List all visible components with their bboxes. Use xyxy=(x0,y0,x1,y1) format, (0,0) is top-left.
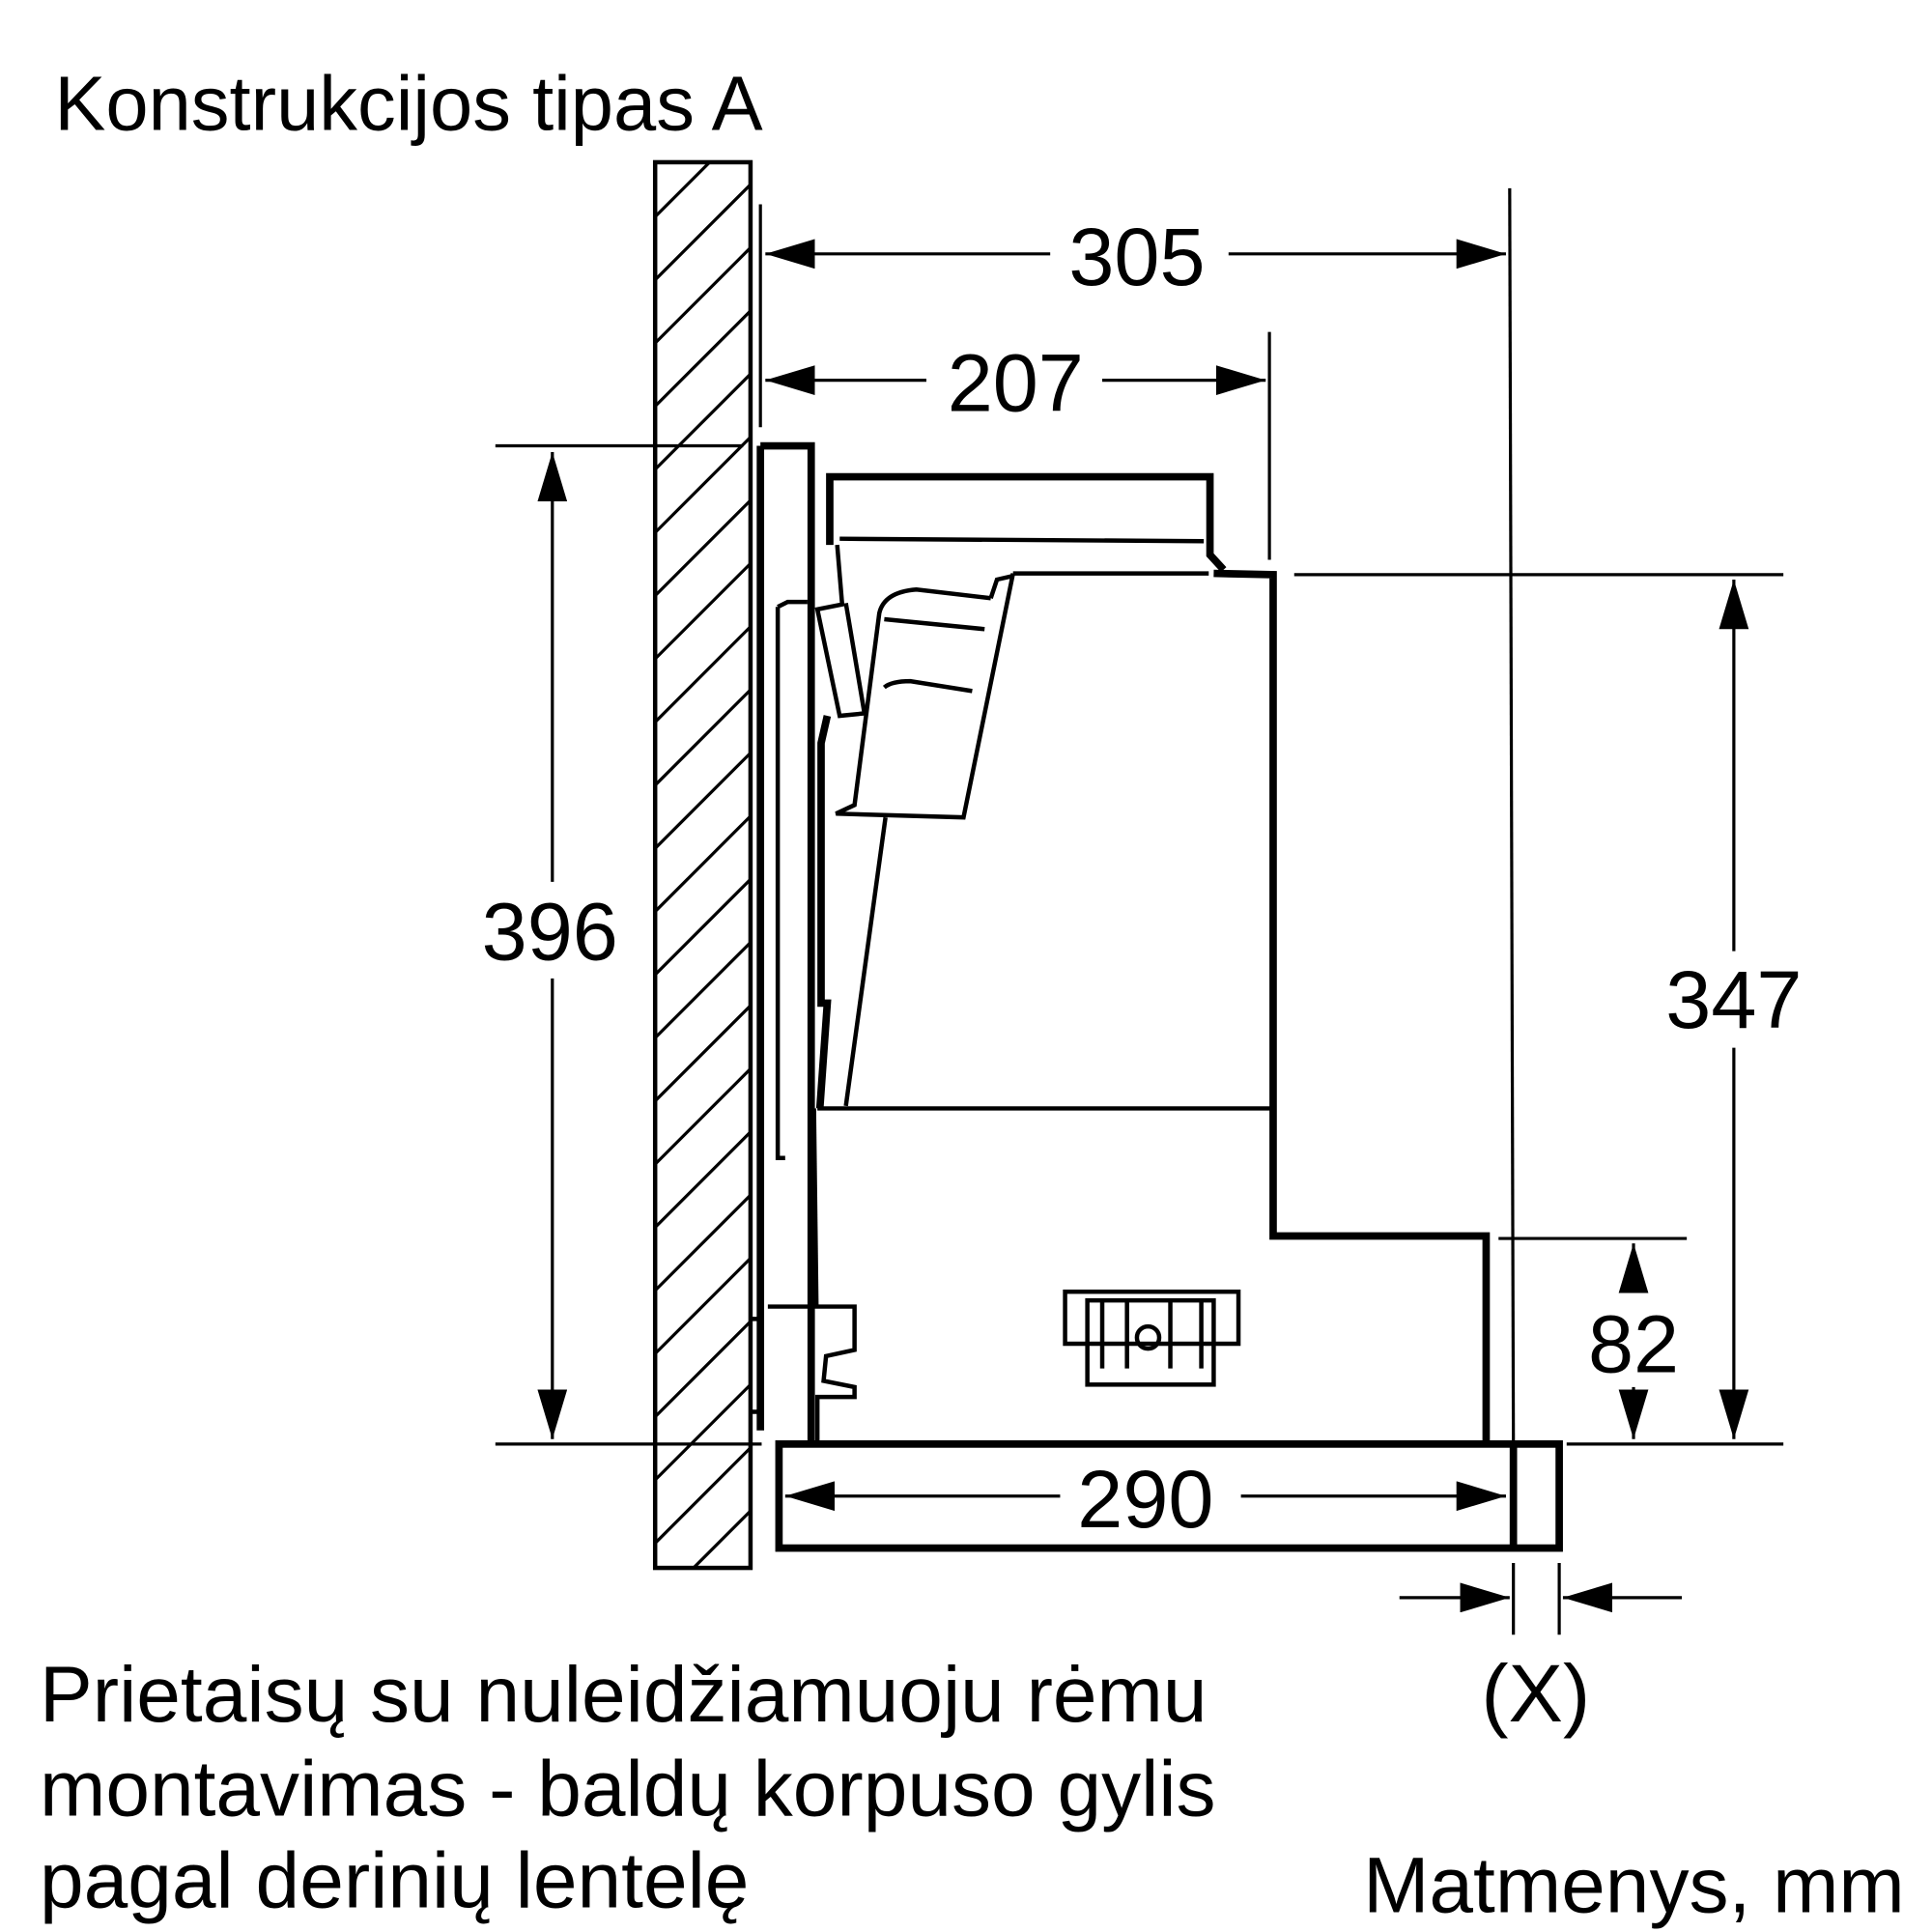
dimension-305: 305 xyxy=(758,187,1516,1444)
dimension-label-290: 290 xyxy=(1077,1453,1213,1545)
dimension-label-305: 305 xyxy=(1068,211,1205,302)
dimension-label-396: 396 xyxy=(482,886,618,978)
hatch-line xyxy=(655,1257,751,1355)
dimension-label-x: (X) xyxy=(1481,1647,1590,1739)
hatch-line xyxy=(655,1194,751,1293)
caption: Prietaisų su nuleidžiamuoju rėmu montavi… xyxy=(40,1651,1216,1924)
wall-hatched xyxy=(652,159,753,1571)
hatch-line xyxy=(655,1320,751,1418)
dimension-290: 290 xyxy=(775,1440,1563,1552)
hatch-line xyxy=(655,878,751,977)
hatch-line xyxy=(691,1509,751,1569)
dimension-82: 82 xyxy=(1498,1236,1688,1439)
dimension-label-82: 82 xyxy=(1588,1298,1679,1390)
diagram-title: Konstrukcijos tipas A xyxy=(54,61,762,147)
hatch-line xyxy=(655,1446,751,1545)
hatch-line xyxy=(655,161,712,218)
hatch-line xyxy=(655,625,751,724)
hatch-line xyxy=(655,183,751,281)
hatch-line xyxy=(655,752,751,850)
hatch-line xyxy=(655,436,751,534)
hatch-line xyxy=(655,562,751,661)
hatch-line xyxy=(655,309,751,408)
hatch-line xyxy=(655,941,751,1039)
appliance-outline xyxy=(750,441,1491,1444)
dimension-x: (X) xyxy=(1399,1562,1683,1739)
caption-line-2: montavimas - baldų korpuso gylis xyxy=(40,1745,1216,1833)
caption-line-3: pagal derinių lentelę xyxy=(40,1836,749,1924)
dimension-label-207: 207 xyxy=(948,337,1084,429)
hatch-line xyxy=(655,373,751,471)
units-label: Matmenys, mm xyxy=(1363,1841,1905,1929)
hatch-line xyxy=(655,688,751,786)
hatch-line xyxy=(655,1383,751,1482)
hatch-line xyxy=(655,246,751,345)
hatch-line xyxy=(655,1004,751,1102)
hatch-line xyxy=(655,1067,751,1166)
dimension-347: 347 xyxy=(1293,573,1802,1446)
caption-line-1: Prietaisų su nuleidžiamuoju rėmu xyxy=(40,1651,1208,1739)
dimension-label-347: 347 xyxy=(1665,953,1802,1045)
dimension-396: 396 xyxy=(482,443,762,1446)
hatch-line xyxy=(655,814,751,913)
hatch-line xyxy=(655,1130,751,1229)
hatch-line xyxy=(655,498,751,597)
dimension-207: 207 xyxy=(765,331,1271,560)
